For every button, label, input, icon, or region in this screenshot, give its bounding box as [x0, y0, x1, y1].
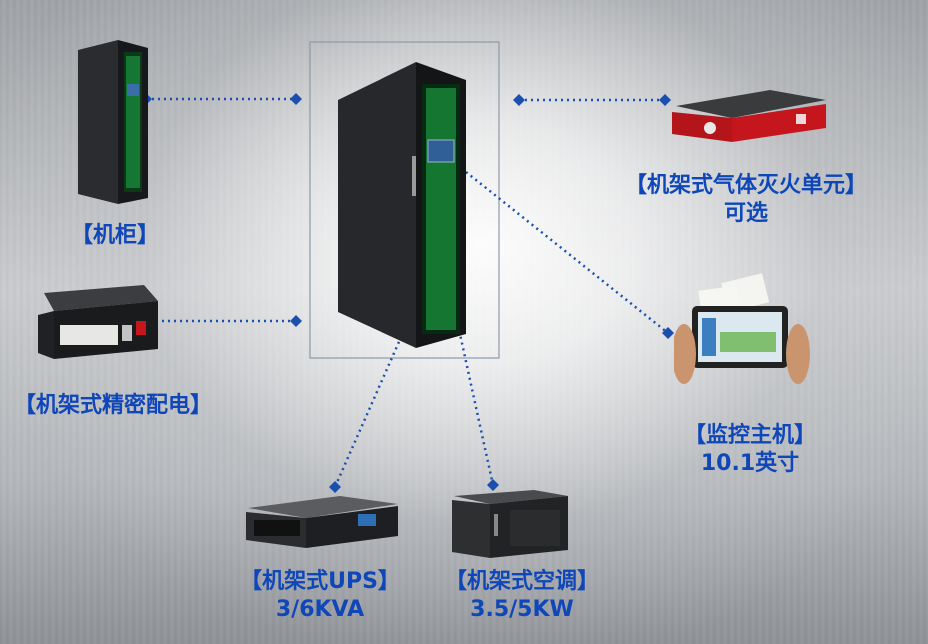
monitor-title: 【监控主机】: [683, 423, 816, 448]
fire-unit-device: [672, 90, 826, 142]
link-ups: [333, 275, 430, 488]
ac-label: 【机架式空调】 3.5/5KW: [434, 568, 610, 624]
monitor-device: [674, 273, 810, 384]
center-frame: [309, 41, 500, 359]
cabinet-label: 【机柜】: [70, 223, 159, 248]
monitor-label: 【监控主机】 10.1英寸: [670, 422, 830, 478]
ac-device: [452, 490, 568, 558]
ac-title: 【机架式空调】: [444, 569, 599, 594]
monitor-sub: 10.1英寸: [700, 451, 800, 476]
fire-unit-label: 【机架式气体灭火单元】 可选: [612, 172, 880, 228]
pdu-label: 【机架式精密配电】: [13, 393, 212, 418]
ups-device: [246, 496, 398, 548]
ups-label: 【机架式UPS】 3/6KVA: [230, 568, 410, 624]
link-monitor: [465, 171, 669, 334]
fire-unit-title: 【机架式气体灭火单元】: [624, 173, 867, 198]
ups-sub: 3/6KVA: [275, 597, 365, 622]
cabinet-center-device: [338, 62, 466, 348]
ac-sub: 3.5/5KW: [470, 597, 574, 622]
ups-title: 【机架式UPS】: [240, 569, 400, 594]
cabinet-device: [78, 40, 148, 204]
fire-unit-sub: 可选: [723, 201, 768, 226]
pdu-device: [38, 285, 158, 359]
